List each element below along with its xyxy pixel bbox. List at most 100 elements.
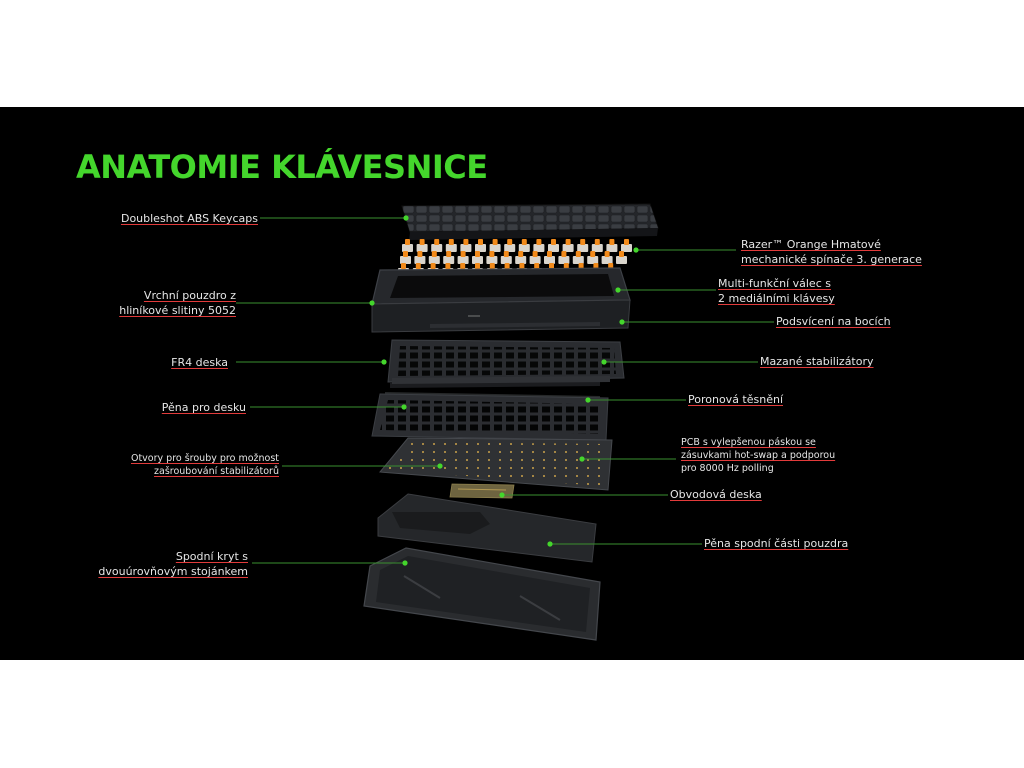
switch-stem — [561, 251, 567, 257]
switch-stem — [594, 239, 600, 245]
switch-stem — [549, 263, 554, 269]
callout-bottom-cover: Spodní kryt s dvouúrovňovým stojánkem — [98, 549, 248, 579]
switch-stem — [536, 239, 542, 245]
switch-stem — [519, 263, 525, 269]
keycaps-layer — [401, 203, 659, 240]
switch-stem — [489, 263, 495, 269]
switch-housing — [587, 256, 599, 264]
callout-top-case: Vrchní pouzdro z hliníkové slitiny 5052 — [119, 288, 236, 318]
switch-stem — [593, 263, 599, 269]
switch-stem — [624, 239, 629, 245]
callout-bottom-cover-line2: dvouúrovňovým stojánkem — [98, 565, 248, 578]
switch-housing — [486, 256, 498, 264]
switch-housing — [591, 244, 603, 252]
switch-housing — [518, 244, 530, 252]
switch-stem — [518, 251, 524, 257]
switch-housing — [457, 256, 469, 264]
callout-bottom-foam-line1: Pěna spodní části pouzdra — [704, 537, 849, 550]
switch-stem — [609, 239, 615, 245]
callout-screw-holes-line2: zašroubování stabilizátorů — [154, 466, 279, 477]
switch-stem — [504, 263, 510, 269]
callout-top-case-line1: Vrchní pouzdro z — [143, 289, 236, 302]
callout-pcb: PCB s vylepšenou páskou se zásuvkami hot… — [681, 436, 835, 475]
switch-housing — [400, 256, 411, 264]
switch-housing — [577, 244, 589, 252]
switch-stem — [403, 251, 408, 257]
switch-stem — [489, 251, 495, 257]
callout-stabilizers: Mazané stabilizátory — [760, 354, 874, 369]
fr4-plate-layer — [387, 339, 625, 388]
callout-bottom-cover-line1: Spodní kryt s — [175, 550, 248, 563]
callout-side-light-line1: Podsvícení na bocích — [776, 315, 891, 328]
switch-stem — [478, 239, 483, 245]
callout-pcb-line3: pro 8000 Hz polling — [681, 463, 774, 474]
switch-stem — [534, 263, 540, 269]
switch-housing — [533, 244, 545, 252]
callout-gasket: Poronová těsnění — [688, 392, 783, 407]
switch-stem — [551, 239, 556, 245]
switch-housing — [601, 256, 613, 264]
switch-housing — [475, 244, 486, 252]
callout-keycaps-line1: Doubleshot ABS Keycaps — [120, 212, 258, 225]
switch-stem — [419, 239, 425, 245]
switch-housing — [515, 256, 527, 264]
switch-stem — [401, 263, 406, 269]
switch-stem — [578, 263, 584, 269]
switch-housing — [414, 256, 426, 264]
switch-stem — [547, 251, 552, 257]
callout-switches-line1: Razer™ Orange Hmatové — [741, 238, 881, 251]
switch-stem — [460, 251, 466, 257]
switch-housing — [548, 244, 559, 252]
switch-housing — [431, 244, 443, 252]
switch-stem — [507, 239, 513, 245]
switch-housing — [562, 244, 574, 252]
switch-stem — [580, 239, 586, 245]
callout-pcb-line2: zásuvkami hot-swap a podporou — [681, 450, 836, 461]
callout-switches: Razer™ Orange Hmatové mechanické spínače… — [741, 237, 922, 267]
callout-screw-holes-line1: Otvory pro šrouby pro možnost — [130, 453, 279, 464]
daughter-board — [449, 483, 515, 499]
pcb-layer — [379, 437, 613, 491]
callout-roller-line2: 2 mediálními klávesy — [718, 292, 835, 305]
callout-dots — [369, 215, 639, 566]
callout-roller-line1: Multi-funkční válec s — [718, 277, 831, 290]
switch-housing — [428, 256, 440, 264]
switch-housing — [621, 244, 632, 252]
switch-housing — [558, 256, 570, 264]
switch-housing — [472, 256, 483, 264]
switch-stem — [405, 239, 410, 245]
callout-roller: Multi-funkční válec s 2 mediálními kláve… — [718, 276, 835, 306]
switch-housing — [529, 256, 541, 264]
switch-stem — [619, 251, 624, 257]
switch-stem — [430, 263, 436, 269]
switch-stem — [415, 263, 421, 269]
switch-stem — [431, 251, 437, 257]
switch-stem — [475, 251, 480, 257]
page-title: ANATOMIE KLÁVESNICE — [76, 148, 488, 186]
switch-housing — [416, 244, 428, 252]
switch-housing — [489, 244, 501, 252]
callout-keycaps: Doubleshot ABS Keycaps — [121, 211, 258, 226]
callout-fr4-line1: FR4 deska — [171, 356, 228, 369]
switch-stem — [521, 239, 527, 245]
leader-lines — [236, 217, 774, 564]
switch-stem — [492, 239, 498, 245]
switch-housing — [500, 256, 512, 264]
switch-stem — [590, 251, 596, 257]
switch-stem — [417, 251, 423, 257]
callout-fr4: FR4 deska — [171, 355, 228, 370]
callout-top-case-line2: hliníkové slitiny 5052 — [119, 304, 236, 317]
switch-housing — [544, 256, 555, 264]
callout-plate-foam-line1: Pěna pro desku — [161, 401, 246, 414]
top-case-layer — [371, 267, 631, 333]
callout-screw-holes: Otvory pro šrouby pro možnost zašroubová… — [131, 452, 279, 478]
switch-housing — [460, 244, 472, 252]
switch-housing — [616, 256, 627, 264]
callout-gasket-line1: Poronová těsnění — [688, 393, 784, 406]
plate-foam-layer — [371, 393, 609, 441]
switch-housing — [445, 244, 457, 252]
switch-stem — [446, 251, 452, 257]
callout-stabilizers-line1: Mazané stabilizátory — [760, 355, 874, 368]
switch-stem — [532, 251, 538, 257]
